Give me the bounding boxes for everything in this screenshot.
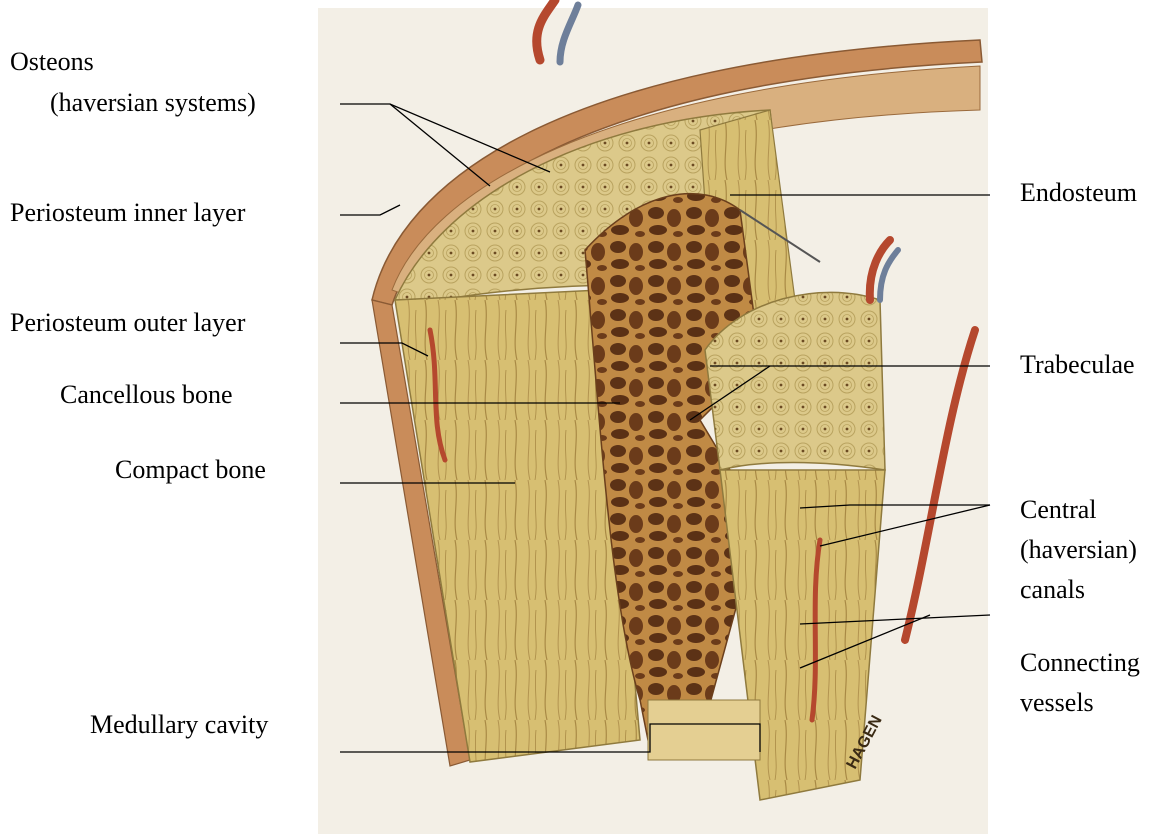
- label-connecting-2: vessels: [1020, 688, 1094, 718]
- label-periosteum-outer: Periosteum outer layer: [10, 308, 245, 338]
- medullary-cavity-notch: [648, 700, 760, 760]
- label-compact: Compact bone: [115, 455, 266, 485]
- label-osteons: Osteons: [10, 47, 94, 77]
- label-osteons-sub: (haversian systems): [50, 88, 256, 118]
- label-periosteum-inner: Periosteum inner layer: [10, 198, 245, 228]
- label-endosteum: Endosteum: [1020, 178, 1137, 208]
- label-trabeculae: Trabeculae: [1020, 350, 1135, 380]
- label-connecting-1: Connecting: [1020, 648, 1140, 678]
- label-central-2: (haversian): [1020, 535, 1137, 565]
- label-cancellous: Cancellous bone: [60, 380, 233, 410]
- label-medullary: Medullary cavity: [90, 710, 268, 740]
- label-central-1: Central: [1020, 495, 1097, 525]
- label-central-3: canals: [1020, 575, 1085, 605]
